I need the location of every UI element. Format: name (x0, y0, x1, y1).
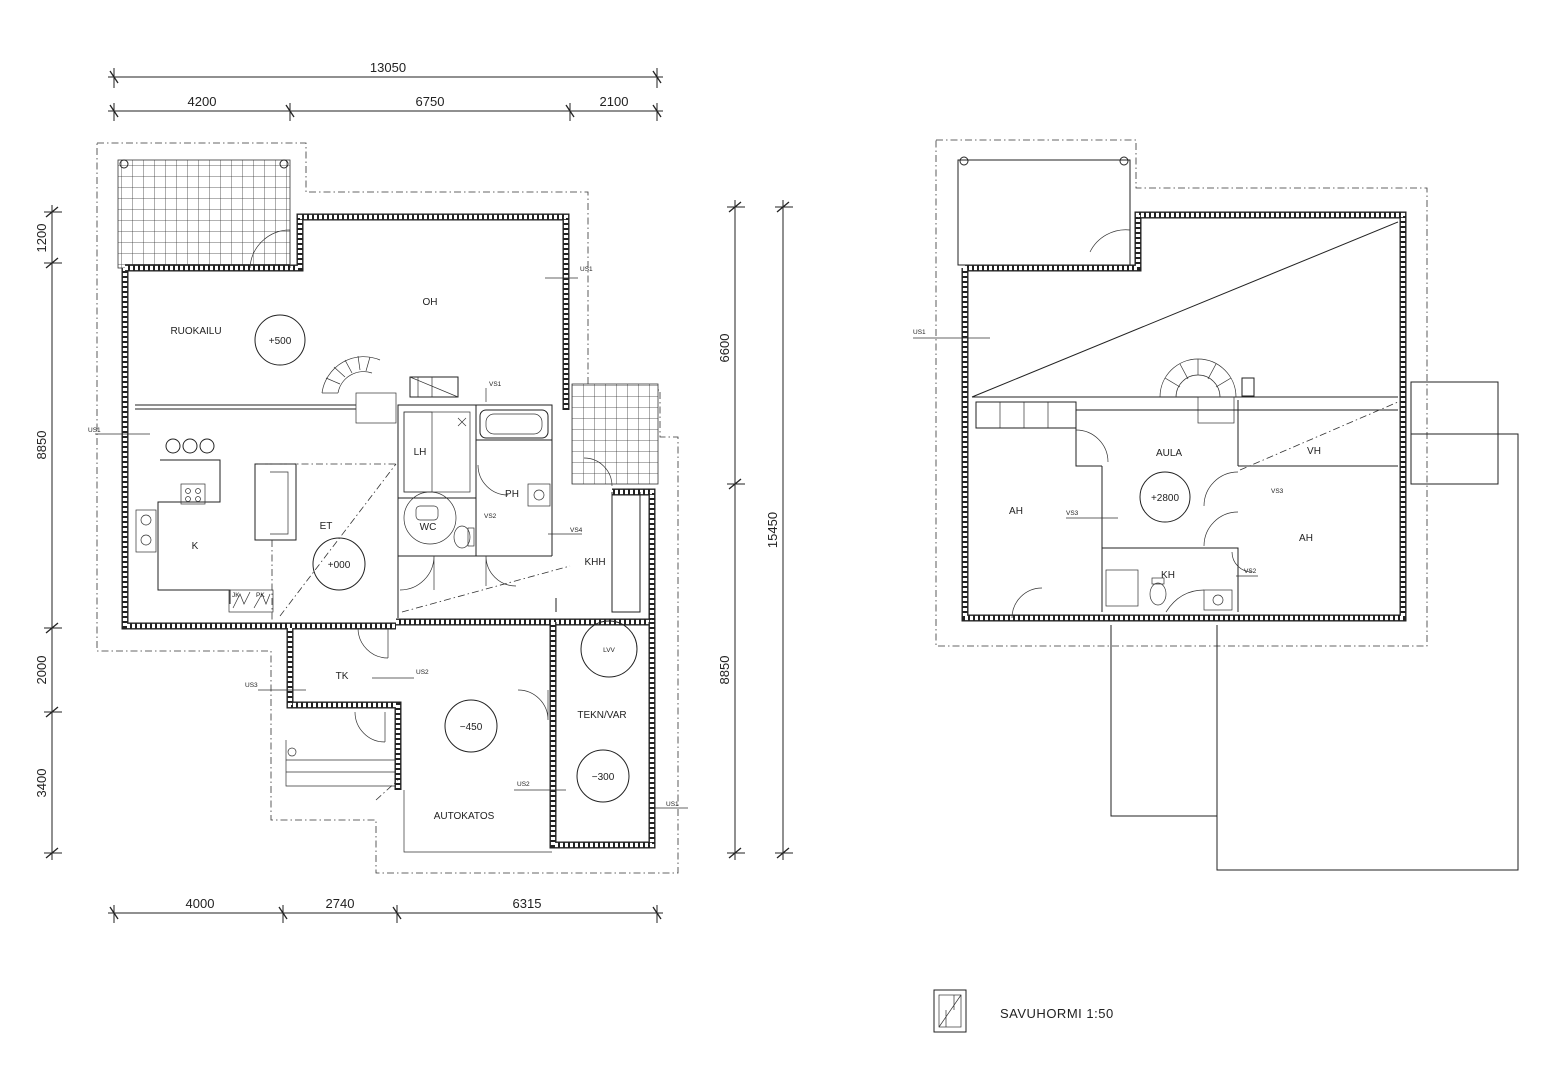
room-aula: AULA (1156, 448, 1182, 459)
room-lvv: LVV (603, 647, 615, 654)
room-vh: VH (1307, 446, 1321, 457)
room-ah-left: AH (1009, 506, 1023, 517)
dim-left-c: 2000 (34, 656, 49, 685)
room-et: ET (320, 521, 333, 532)
tag-us2-auto: US2 (517, 781, 530, 788)
room-kh: KH (1161, 570, 1175, 581)
dim-mid-total: 15450 (765, 512, 780, 548)
level-ruokailu: +500 (269, 336, 292, 347)
dimension-labels: 13050 4200 6750 2100 1200 8850 2000 3400… (34, 60, 780, 911)
room-khh: KHH (584, 557, 605, 568)
dim-bottom-a: 4000 (186, 896, 215, 911)
level-tekn: −300 (592, 772, 615, 783)
dim-top-b: 6750 (416, 94, 445, 109)
dim-top-c: 2100 (600, 94, 629, 109)
upper-floor-plan (913, 139, 1519, 871)
dim-left-b: 8850 (34, 431, 49, 460)
room-wc: WC (420, 522, 437, 533)
tag-us1-k: US1 (88, 427, 101, 434)
upper-floor-labels: AULA VH AH AH KH +2800 US1 VS3 VS3 VS2 (913, 329, 1321, 581)
room-tekn-var: TEKN/VAR (577, 710, 626, 721)
tag-us1-oh: US1 (580, 266, 593, 273)
room-ruokailu: RUOKAILU (170, 326, 221, 337)
tag-pk: PK (256, 592, 265, 599)
room-oh: OH (423, 297, 438, 308)
tag-us2-tk: US2 (416, 669, 429, 676)
dim-mid-b: 8850 (717, 656, 732, 685)
tag-jk: JK (232, 592, 240, 599)
tag-vs1: VS1 (489, 381, 502, 388)
tag-us3-tk: US3 (245, 682, 258, 689)
dim-left-d: 3400 (34, 769, 49, 798)
room-autokatos: AUTOKATOS (434, 811, 495, 822)
room-k: K (192, 541, 199, 552)
room-lh: LH (414, 447, 427, 458)
room-ah-right: AH (1299, 533, 1313, 544)
ground-floor-plan (95, 142, 688, 874)
dim-bottom-c: 6315 (513, 896, 542, 911)
legend-label: SAVUHORMI 1:50 (1000, 1006, 1114, 1021)
tag-vs4: VS4 (570, 527, 583, 534)
legend: SAVUHORMI 1:50 (933, 989, 1114, 1033)
room-ph: PH (505, 489, 519, 500)
dimension-lines (44, 68, 793, 923)
savuhormi-symbol (933, 989, 967, 1033)
level-aula: +2800 (1151, 493, 1180, 504)
dim-bottom-b: 2740 (326, 896, 355, 911)
dim-top-a: 4200 (188, 94, 217, 109)
tag-us1-tekn: US1 (666, 801, 679, 808)
dim-mid-a: 6600 (717, 334, 732, 363)
level-autokatos: −450 (460, 722, 483, 733)
level-et: +000 (328, 560, 351, 571)
ground-floor-labels: RUOKAILU OH K ET LH WC PH KHH TK TEKN/VA… (88, 266, 679, 822)
tag-vs2-upper: VS2 (1244, 568, 1257, 575)
dim-left-a: 1200 (34, 224, 49, 253)
tag-vs2-wc: VS2 (484, 513, 497, 520)
dim-top-total: 13050 (370, 60, 406, 75)
tag-vs3-right: VS3 (1271, 488, 1284, 495)
room-tk: TK (336, 671, 349, 682)
tag-vs3-left: VS3 (1066, 510, 1079, 517)
tag-us1-upper: US1 (913, 329, 926, 336)
